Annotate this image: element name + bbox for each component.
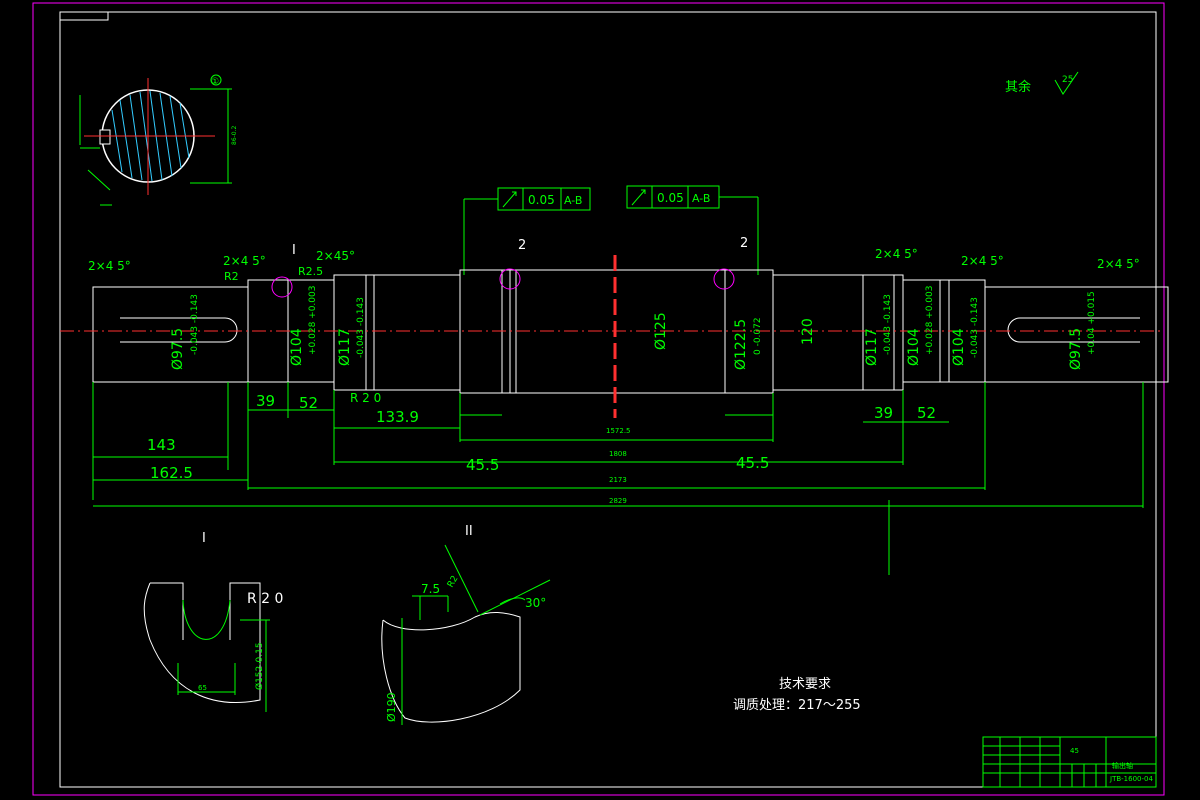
tech-req-line: 调质处理：217～255: [733, 698, 861, 713]
dim-39a: 39: [256, 392, 275, 410]
dim-2173: 2173: [609, 476, 627, 484]
dia-10: Ø97.5: [1068, 328, 1084, 370]
frame-border: [59, 11, 1157, 788]
dim-1572: 1572.5: [606, 427, 631, 435]
detail-I-radius: R 2 0: [247, 591, 283, 607]
tol-1: -0.043 -0.143: [190, 294, 200, 355]
dimension-lines: [92, 382, 1144, 575]
sheet-border: [32, 2, 1165, 796]
dim-2829: 2829: [609, 497, 627, 505]
dia-5: Ø122.5: [733, 319, 749, 370]
detail-II-w: 7.5: [421, 582, 440, 596]
radius-r25: R2.5: [298, 265, 323, 278]
tolerance-frame-right: [626, 185, 759, 275]
dim-1808: 1808: [609, 450, 627, 458]
callout-circle-2a: [499, 268, 521, 290]
callout-2a: 2: [518, 238, 526, 253]
dia-9: Ø104: [951, 328, 967, 366]
chamfer-3: 2×45°: [316, 249, 355, 263]
dia-1: Ø97.5: [170, 328, 186, 370]
tolerance-datum-right: A-B: [692, 192, 710, 205]
radius-r2: R2: [224, 270, 239, 283]
detail-II: [381, 544, 551, 725]
detail-I-label: I: [202, 531, 206, 546]
dim-52a: 52: [299, 394, 318, 412]
dia-3: Ø117: [337, 328, 353, 366]
title-name: 输出轴: [1112, 761, 1133, 770]
dim-52b: 52: [917, 404, 936, 422]
tolerance-value-left: 0.05: [528, 193, 555, 207]
chamfer-1: 2×4 5°: [88, 259, 131, 273]
dia-2: Ø104: [289, 328, 305, 366]
tol-3: -0.043 -0.143: [356, 297, 366, 358]
chamfer-2: 2×4 5°: [223, 254, 266, 268]
shaft: [92, 269, 1169, 394]
tol-2: +0.028 +0.003: [308, 286, 318, 355]
tolerance-frame-left: [463, 187, 591, 275]
roughness-value: 25: [1062, 75, 1073, 85]
dia-6: 120: [800, 318, 816, 345]
other-roughness-note: 其余: [1005, 79, 1031, 95]
tol-7: -0.043 -0.143: [970, 297, 980, 358]
tol-5: -0.043 -0.143: [883, 294, 893, 355]
radius-r20: R 2 0: [350, 391, 381, 405]
detail-II-label: II: [465, 524, 473, 539]
dim-39b: 39: [874, 404, 893, 422]
corner-box: [59, 11, 109, 21]
detail-I: [143, 582, 270, 712]
dia-8: Ø104: [906, 328, 922, 366]
tol-8: +0.04 +0.015: [1087, 291, 1097, 355]
title-code: JTB-1600-04: [1109, 775, 1153, 783]
dim-455b: 45.5: [736, 454, 769, 472]
section-dim: 86-0.2: [231, 125, 238, 145]
tolerance-value-right: 0.05: [657, 191, 684, 205]
dim-143: 143: [147, 436, 176, 454]
tolerance-datum-left: A-B: [564, 194, 582, 207]
detail-I-dia: Ø152-0.15: [254, 642, 265, 690]
tech-req-title: 技术要求: [779, 677, 831, 692]
title-material: 45: [1070, 747, 1079, 755]
callout-circle-I: [271, 276, 293, 298]
dim-455a: 45.5: [466, 456, 499, 474]
callout-circle-2b: [713, 268, 735, 290]
title-block: [982, 736, 1157, 788]
detail-I-width: 65: [198, 684, 207, 692]
detail-II-angle: 30°: [525, 596, 546, 610]
dim-133: 133.9: [376, 408, 419, 426]
chamfer-4: 2×4 5°: [875, 247, 918, 261]
detail-II-r: R2: [446, 574, 461, 589]
callout-I: I: [292, 243, 296, 258]
dia-7: Ø117: [864, 328, 880, 366]
tol-4: 0 -0.072: [753, 317, 763, 355]
dia-4: Ø125: [653, 312, 669, 350]
chamfer-6: 2×4 5°: [1097, 257, 1140, 271]
section-view: [79, 74, 232, 206]
detail-II-dia: Ø190: [385, 692, 398, 722]
section-marker: ①: [211, 77, 219, 87]
roughness-icon: [1054, 71, 1079, 95]
callout-2b: 2: [740, 236, 748, 251]
chamfer-5: 2×4 5°: [961, 254, 1004, 268]
dim-162: 162.5: [150, 464, 193, 482]
tol-6: +0.028 +0.003: [925, 286, 935, 355]
